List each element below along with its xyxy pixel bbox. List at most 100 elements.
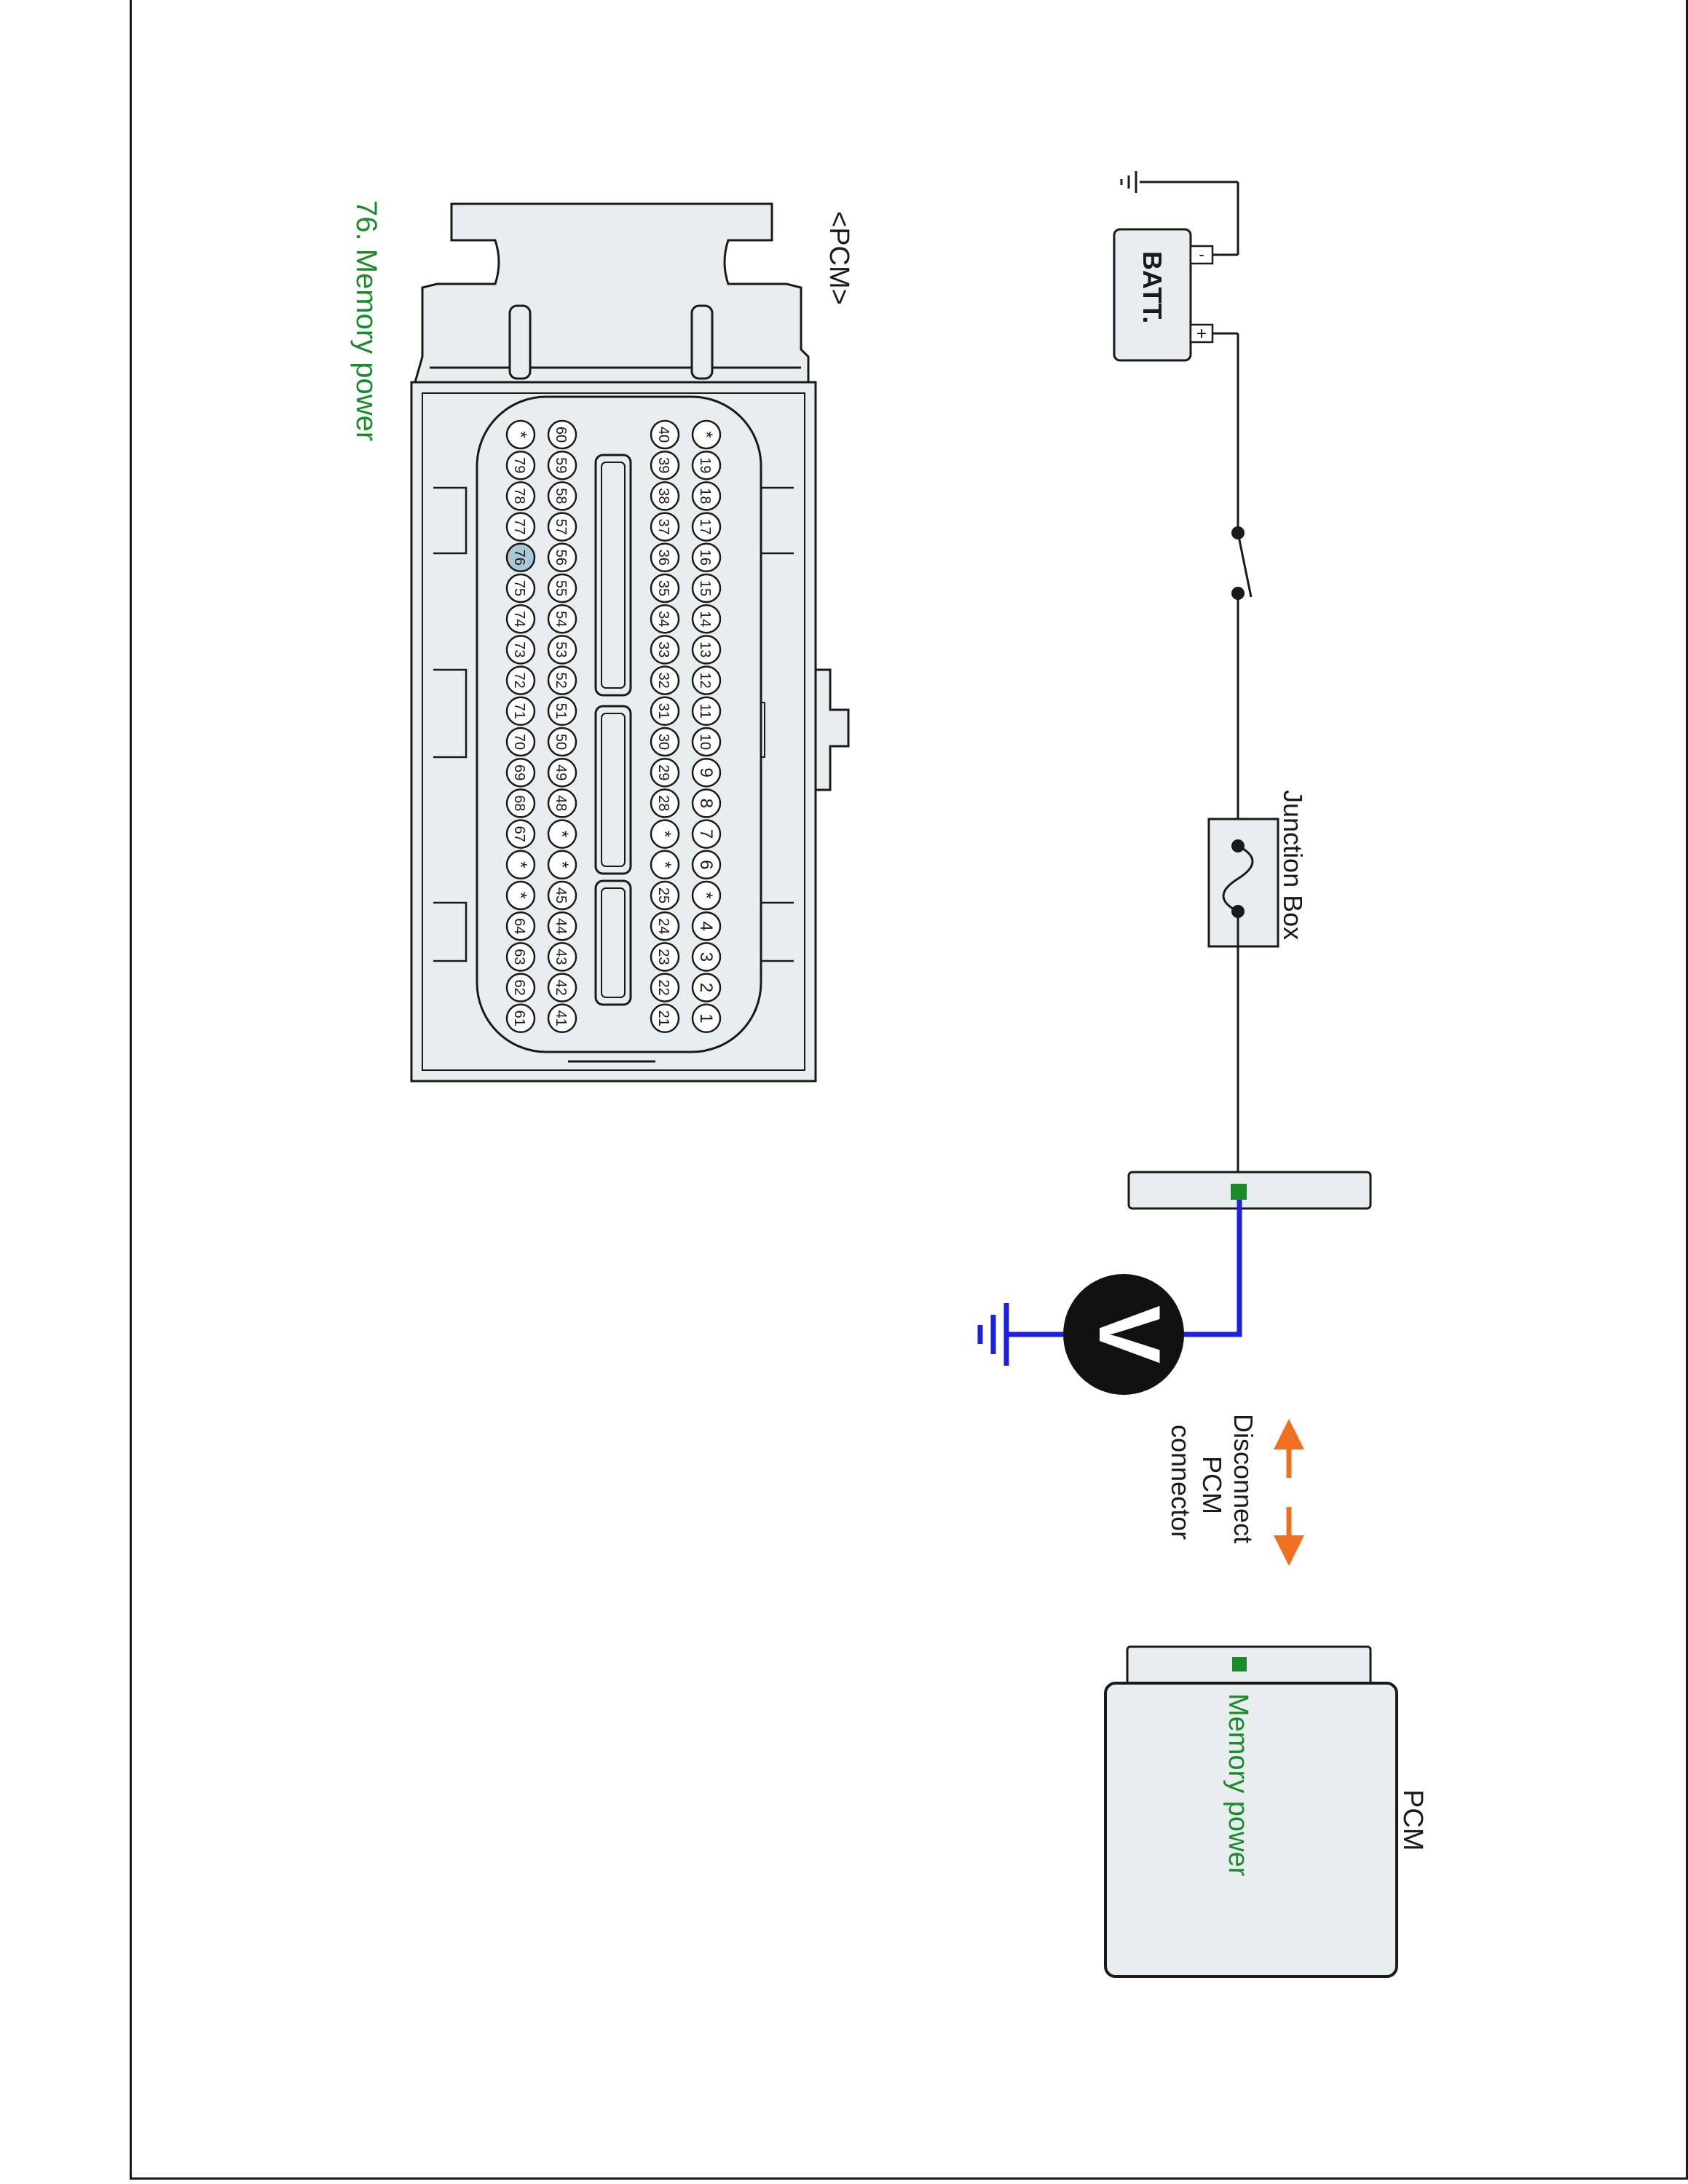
pin-33 (650, 635, 680, 665)
connector-boss (814, 668, 850, 791)
pin-label: 41 (553, 1010, 569, 1026)
pin-label: 59 (553, 457, 569, 473)
connector-caption: 76. Memory power (350, 200, 382, 441)
pin-label: 31 (655, 703, 671, 719)
pin-label: * (696, 431, 716, 438)
pin-unused (547, 850, 577, 880)
pin-label: 78 (511, 488, 527, 504)
disconnect-label-2: PCM (1197, 1456, 1227, 1514)
battery-label: BATT. (1137, 251, 1167, 323)
pin-label: 24 (655, 918, 671, 934)
pin-59 (547, 450, 577, 480)
pin-label: 40 (655, 427, 671, 443)
pin-31 (650, 696, 680, 727)
connector-title: <PCM> (824, 211, 854, 305)
pin-label: 42 (553, 979, 569, 995)
pin-label: 14 (697, 611, 713, 627)
pin-label: 18 (697, 488, 713, 504)
pin-label: 75 (511, 580, 527, 596)
pin-13 (691, 635, 722, 665)
pcm-connector: *191817161514131211109876*43214039383736… (350, 200, 854, 1083)
pcm-module: Memory power PCM (1104, 1645, 1428, 1978)
pin-label: 9 (696, 768, 716, 778)
voltmeter-symbol: V (1081, 1305, 1178, 1364)
pin-69 (505, 757, 536, 788)
pcm-body (1104, 1682, 1398, 1978)
pin-49 (547, 757, 577, 788)
pin-label: 19 (697, 457, 713, 473)
pin-32 (650, 665, 680, 695)
pin-label: 68 (511, 795, 527, 811)
pin-42 (547, 973, 577, 1002)
connector-latch (414, 202, 810, 384)
pin-label: 13 (697, 641, 713, 657)
pin-label: 43 (553, 949, 569, 965)
pcm-terminal (1232, 1657, 1247, 1671)
pin-22 (650, 973, 680, 1002)
pin-68 (505, 788, 536, 818)
voltmeter: V (1063, 1274, 1184, 1395)
pin-label: 51 (553, 703, 569, 719)
battery-plus-sign: + (1196, 324, 1207, 344)
pin-64 (505, 911, 536, 941)
pin-4 (691, 911, 722, 941)
pin-label: 30 (655, 734, 671, 750)
pin-54 (547, 604, 577, 634)
pin-29 (650, 757, 680, 788)
pin-label: 2 (696, 983, 716, 992)
pin-label: 55 (553, 580, 569, 596)
pin-label: 39 (655, 457, 671, 473)
pin-1 (691, 1003, 722, 1034)
pin-17 (691, 512, 722, 542)
harness-terminal (1231, 1184, 1247, 1200)
pin-11 (691, 696, 722, 727)
pin-40 (650, 419, 680, 450)
pin-label: 25 (655, 887, 671, 903)
pin-label: 28 (655, 795, 671, 811)
pin-label: 73 (511, 641, 527, 657)
pin-60 (547, 419, 577, 450)
pin-9 (691, 757, 722, 788)
battery-plus-terminal (1189, 323, 1214, 344)
pin-15 (691, 573, 722, 604)
pin-35 (650, 573, 680, 604)
pin-label: * (696, 892, 716, 898)
pin-label: 45 (553, 887, 569, 903)
pin-label: 72 (511, 672, 527, 688)
pcm-connector-header (1126, 1645, 1372, 1688)
pin-label: 10 (697, 734, 713, 750)
pin-41 (547, 1003, 577, 1034)
pin-44 (547, 911, 577, 941)
pin-label: 4 (696, 922, 716, 931)
guide-post-left (508, 304, 532, 380)
pin-label: 15 (697, 580, 713, 596)
pin-48 (547, 788, 577, 818)
pcm-title: PCM (1397, 1789, 1428, 1851)
pin-30 (650, 727, 680, 757)
junction-box-label: Junction Box (1278, 790, 1308, 940)
pin-label: * (510, 861, 530, 868)
pin-55 (547, 573, 577, 604)
chassis-ground-icon (1120, 171, 1137, 193)
pin-74 (505, 604, 536, 634)
pin-label: 67 (511, 826, 527, 842)
measurement-circuit: - + BATT. Junction Box V (977, 171, 1372, 1566)
pin-label: 62 (511, 979, 527, 995)
pin-67 (505, 819, 536, 849)
key-slot-2 (594, 705, 632, 875)
pin-57 (547, 512, 577, 542)
pin-72 (505, 665, 536, 695)
pin-label: 33 (655, 641, 671, 657)
pin-61 (505, 1003, 536, 1034)
key-slot-1 (594, 454, 632, 697)
pin-78 (505, 481, 536, 511)
pin-10 (691, 727, 722, 757)
battery (1113, 228, 1192, 362)
pin-label: 21 (655, 1010, 671, 1026)
pin-56 (547, 542, 577, 573)
pin-52 (547, 665, 577, 695)
pin-43 (547, 942, 577, 972)
pin-label: 52 (553, 672, 569, 688)
pin-50 (547, 727, 577, 757)
pin-70 (505, 727, 536, 757)
